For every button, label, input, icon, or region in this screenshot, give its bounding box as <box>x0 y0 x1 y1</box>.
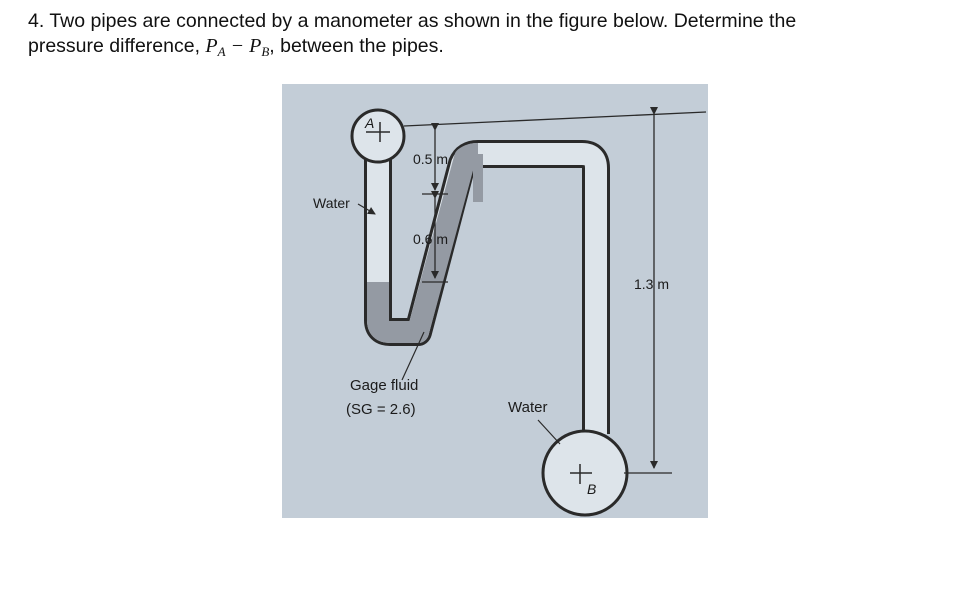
question-line-2: pressure difference, PA − PB, between th… <box>28 34 948 64</box>
question-line-2-start: pressure difference, <box>28 35 200 57</box>
water-left-label: Water <box>313 195 350 211</box>
dimension-0-5m: 0.5 m <box>413 123 448 195</box>
pipe-b: B <box>541 429 629 517</box>
water-right-label: Water <box>508 399 547 416</box>
manometer-figure: A B 0.5 m 0.6 m 1.3 m <box>282 84 708 518</box>
gage-fluid-label: Gage fluid <box>350 377 418 394</box>
pa-subscript: A <box>217 44 226 59</box>
gage-fluid-column <box>367 143 479 343</box>
dim-lower-label: 0.6 m <box>413 231 448 247</box>
pipe-a: A <box>350 108 406 164</box>
gage-sg-label: (SG = 2.6) <box>346 401 416 418</box>
question-text: 4. Two pipes are connected by a manomete… <box>28 9 948 64</box>
water-right-callout: Water <box>508 399 561 445</box>
manometer-diagram: A B 0.5 m 0.6 m 1.3 m <box>282 84 708 518</box>
gage-fluid-callout: Gage fluid (SG = 2.6) <box>346 331 425 418</box>
pipe-a-label: A <box>364 115 374 131</box>
pb-symbol: P <box>249 35 262 57</box>
dim-upper-label: 0.5 m <box>413 151 448 167</box>
water-left-callout: Water <box>313 195 376 215</box>
dim-right-label: 1.3 m <box>634 276 669 292</box>
question-line-1: 4. Two pipes are connected by a manomete… <box>28 10 797 32</box>
pipe-b-label: B <box>587 481 596 497</box>
question-line-2-end: , between the pipes. <box>269 35 444 57</box>
manometer-tube <box>364 140 610 434</box>
dimension-1-3m: 1.3 m <box>634 107 669 469</box>
pressure-difference-expression: PA − PB <box>205 35 270 59</box>
minus-sign: − <box>225 35 250 57</box>
pb-subscript: B <box>261 44 270 59</box>
pa-symbol: P <box>205 35 218 57</box>
dimension-0-6m: 0.6 m <box>413 191 448 283</box>
